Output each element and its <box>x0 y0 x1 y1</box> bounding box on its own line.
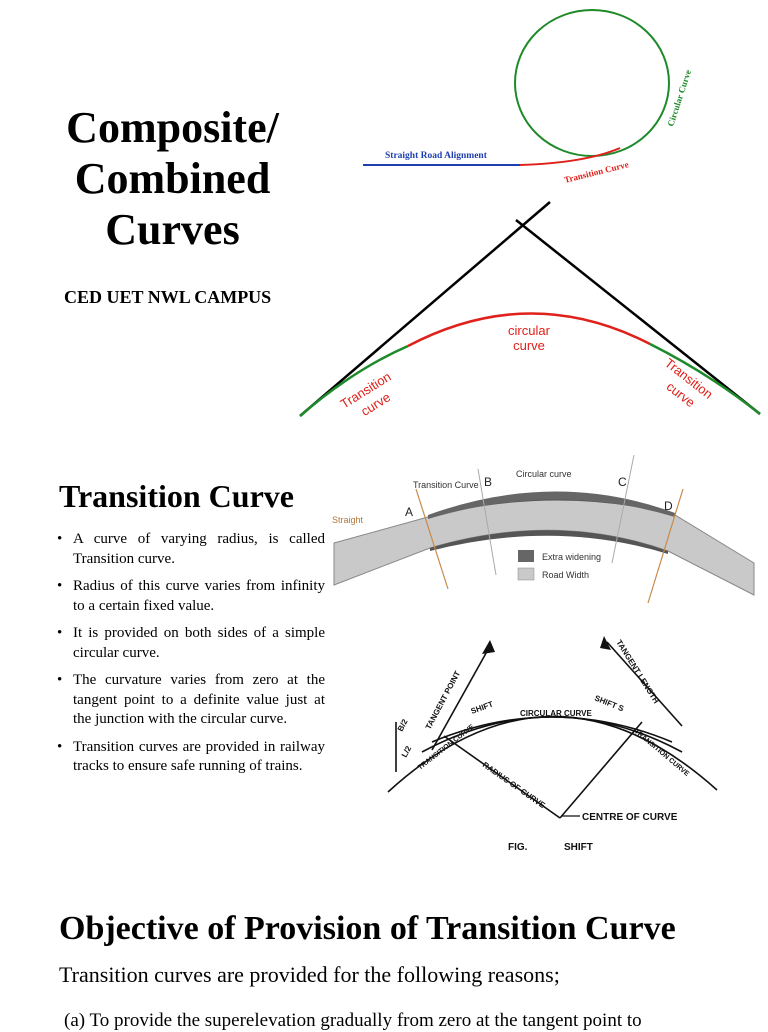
radius-label: RADIUS OF CURVE <box>481 760 547 810</box>
radius-line-left <box>443 735 561 819</box>
straight-label: Straight <box>332 515 364 525</box>
arrowhead-top-left <box>482 640 495 654</box>
title-line-1: Composite/ <box>66 103 279 152</box>
transition-left-label: TRANSITION CURVE <box>417 723 476 771</box>
circular-curve-label-1: circular <box>508 323 551 338</box>
legend-swatch-road <box>517 567 535 581</box>
figure-shift: TANGENT POINT TANGENT LENGTH SHIFT SHIFT… <box>387 636 718 853</box>
shift-caption: SHIFT <box>564 842 593 853</box>
bullet-item: A curve of varying radius, is called Tra… <box>57 530 325 569</box>
transition-curve-right <box>649 342 761 415</box>
dimension-l2: L/2 <box>400 744 414 759</box>
objective-item-a: (a) To provide the superelevation gradua… <box>64 1010 642 1031</box>
fig-label: FIG. <box>508 842 528 853</box>
subtitle: CED UET NWL CAMPUS <box>64 287 272 307</box>
shift-right-label: SHIFT S <box>593 694 625 714</box>
objective-intro: Transition curves are provided for the f… <box>59 962 560 987</box>
bullet-item: Radius of this curve varies from infinit… <box>57 577 325 616</box>
tangent-line-right <box>515 219 761 415</box>
circular-curve-circle <box>514 9 670 157</box>
legend-extra-widening: Extra widening <box>542 552 601 562</box>
tangent-line-left <box>299 201 551 417</box>
transition-curve-heading: Transition Curve <box>59 478 294 514</box>
straight-alignment-label: Straight Road Alignment <box>385 151 488 161</box>
legend-road-width: Road Width <box>542 570 589 580</box>
transition-right-label: TRANSITION CURVE <box>633 728 691 778</box>
title-line-3: Curves <box>105 205 240 254</box>
tangent-length-label: TANGENT LENGTH <box>614 638 661 705</box>
transition-curve-label-3: Transition Curve <box>413 480 479 490</box>
slide-title: Composite/ Combined Curves <box>40 102 305 255</box>
circular-curve-arc <box>407 312 651 348</box>
objective-heading: Objective of Provision of Transition Cur… <box>59 910 676 947</box>
figure-road-alignment: Straight Road Alignment Transition Curve… <box>363 9 693 185</box>
transition-curve-label: Transition Curve <box>563 159 630 185</box>
section-line-b <box>477 468 497 576</box>
centre-label: CENTRE OF CURVE <box>582 812 678 823</box>
point-c-label: C <box>618 475 627 489</box>
section-line-d <box>647 488 684 604</box>
circular-curve-path <box>431 716 673 743</box>
tangent-point-arrow <box>431 645 491 751</box>
arrowhead-top-right <box>600 636 611 650</box>
figure-extra-widening: Straight Transition Curve Circular curve… <box>332 455 755 604</box>
circular-curve-label-4: CIRCULAR CURVE <box>520 709 593 718</box>
circular-curve-label-3: Circular curve <box>516 469 572 479</box>
bullet-item: The curvature varies from zero at the ta… <box>57 671 325 730</box>
section-line-a <box>415 488 449 590</box>
bullet-item: Transition curves are provided in railwa… <box>57 738 325 777</box>
section-line-c <box>611 455 635 564</box>
bullet-item: It is provided on both sides of a simple… <box>57 624 325 663</box>
point-b-label: B <box>484 475 492 489</box>
transition-curve-bullets: A curve of varying radius, is called Tra… <box>57 530 325 785</box>
transition-curve-line <box>519 147 621 166</box>
radius-line-right <box>559 721 643 819</box>
tangent-point-label: TANGENT POINT <box>424 669 462 730</box>
point-a-label: A <box>405 505 413 519</box>
legend-swatch-extra <box>518 550 534 562</box>
dimension-b2: B/2 <box>396 717 410 733</box>
tangent-length-arrow <box>606 641 683 727</box>
circular-curve-label-2: curve <box>513 338 545 353</box>
point-d-label: D <box>664 499 673 513</box>
title-line-2: Combined <box>74 154 271 203</box>
figure-tangent-curves: circular curve Transition curve Transiti… <box>299 201 761 419</box>
transition-curve-left <box>299 344 409 417</box>
shift-left-label: SHIFT <box>470 699 495 715</box>
extra-widening-top-fill <box>428 491 675 519</box>
